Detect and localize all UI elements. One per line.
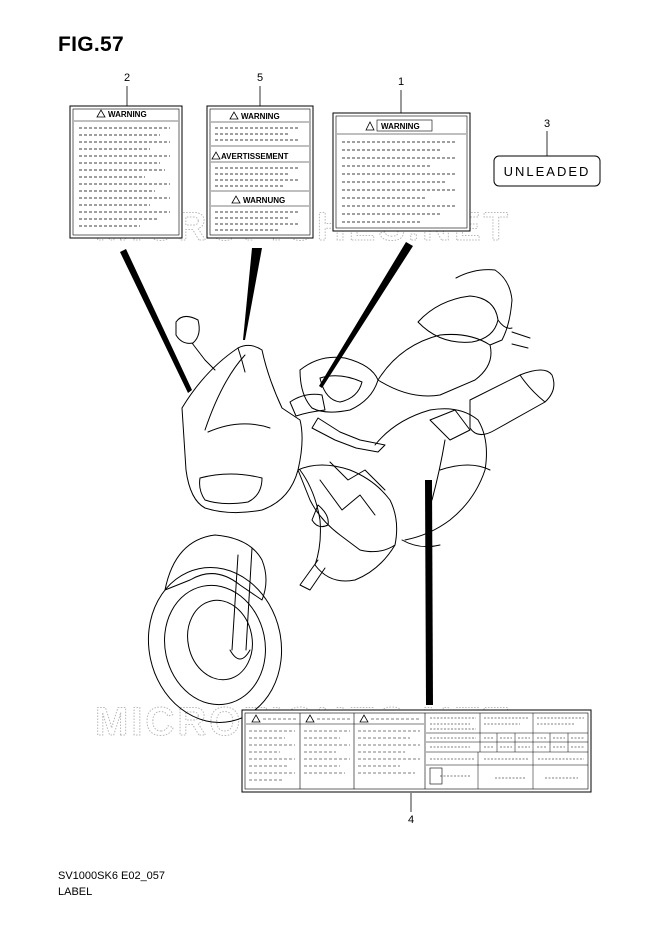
warning-triangle-icon (365, 121, 375, 131)
figure-caption: LABEL (58, 886, 93, 898)
figure-title: FIG.57 (58, 33, 124, 56)
callout-1: 1 (397, 76, 405, 88)
warning-triangle-icon (229, 111, 239, 120)
callout-3: 3 (543, 118, 551, 130)
motorcycle-outline (147, 269, 555, 724)
label-3-text: UNLEADED (504, 164, 591, 179)
label-5-heading-3: WARNUNG (243, 196, 285, 205)
warning-triangle-icon (231, 195, 241, 204)
callout-5: 5 (256, 72, 264, 84)
warning-triangle-icon (251, 714, 261, 723)
warning-triangle-icon (359, 714, 369, 723)
label-5-heading-2: AVERTISSEMENT (221, 152, 289, 161)
warning-triangle-icon (211, 151, 221, 160)
warning-triangle-icon (305, 714, 315, 723)
warning-triangle-icon (96, 109, 106, 118)
label-3-unleaded: UNLEADED (493, 155, 601, 187)
callout-4: 4 (407, 814, 415, 826)
label-2-heading: WARNING (108, 110, 147, 119)
label-1-warning: WARNING (332, 112, 471, 232)
label-4-multi-panel (241, 709, 592, 793)
figure-code: SV1000SK6 E02_057 (58, 870, 166, 882)
callout-2: 2 (123, 72, 131, 84)
label-1-heading: WARNING (381, 122, 420, 131)
label-5-warning-trilingual: WARNING AVERTISSEMENT WARNUNG (206, 105, 314, 239)
label-2-warning: WARNING (69, 105, 183, 239)
label-5-heading-1: WARNING (241, 112, 280, 121)
